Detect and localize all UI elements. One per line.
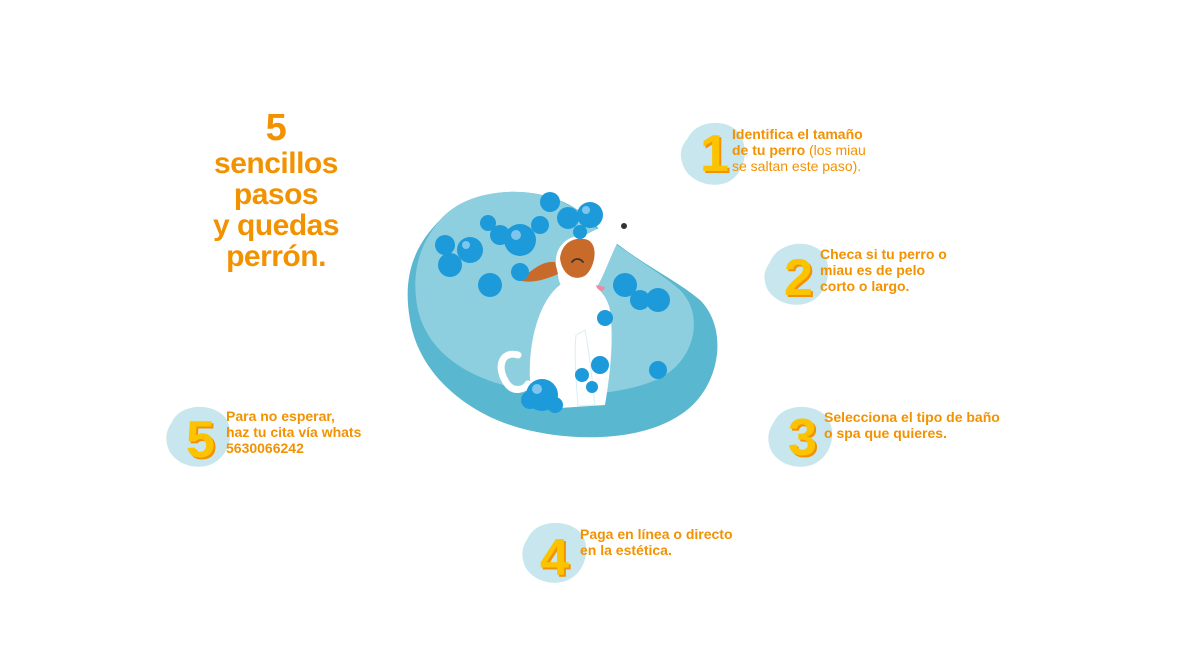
step-3-line-2: o spa que quieres. [824, 425, 947, 441]
step-1-line-1: Identifica el tamaño [732, 126, 863, 142]
step-5-line-2: haz tu cita vía whats [226, 424, 362, 440]
step-4-number: 4 [540, 529, 569, 587]
step-1: 1 Identifica el tamaño de tu perro (los … [678, 118, 918, 198]
dog-tongue [596, 285, 605, 291]
step-4-badge-blob [522, 522, 587, 583]
step-2-badge-blob [764, 243, 829, 305]
headline-line-4: perrón. [226, 240, 326, 273]
step-4: 4 Paga en línea o directo en la estética… [520, 516, 790, 596]
step-2: 2 Checa si tu perro o miau es de pelo co… [762, 238, 1002, 318]
headline: 5 sencillos pasos y quedas perrón. [196, 108, 356, 272]
step-3-badge-blob [768, 406, 833, 467]
dog-tail [497, 350, 532, 393]
dog-nose [621, 223, 627, 229]
step-4-line-1: Paga en línea o directo [580, 526, 733, 542]
step-2-line-2: miau es de pelo [820, 262, 926, 278]
headline-line-1: sencillos [214, 147, 338, 180]
step-5: 5 Para no esperar, haz tu cita vía whats… [164, 400, 404, 480]
step-5-number: 5 [186, 411, 215, 469]
headline-number: 5 [265, 107, 287, 149]
dog-bath-illustration [407, 191, 718, 438]
step-3: 3 Selecciona el tipo de baño o spa que q… [766, 400, 1056, 480]
dog-eye [571, 258, 584, 263]
headline-line-3: y quedas [212, 209, 340, 242]
step-2-text: Checa si tu perro o miau es de pelo cort… [820, 246, 947, 294]
step-1-line-2: de tu perro (los miau [732, 142, 866, 158]
step-1-line-2-regular: (los miau [805, 142, 866, 158]
step-5-phone: 5630066242 [226, 440, 304, 456]
dog-ear [518, 261, 558, 282]
step-1-line-2-bold: de tu perro [732, 142, 806, 158]
step-4-text: Paga en línea o directo en la estética. [580, 526, 733, 558]
step-2-number: 2 [784, 249, 813, 307]
step-5-line-1: Para no esperar, [226, 408, 335, 424]
step-2-line-1: Checa si tu perro o [820, 246, 947, 262]
step-3-number: 3 [788, 409, 817, 467]
step-1-text: Identifica el tamaño de tu perro (los mi… [732, 126, 866, 174]
step-1-badge-blob [680, 122, 745, 185]
headline-line-2: pasos [233, 178, 319, 211]
step-3-text: Selecciona el tipo de baño o spa que qui… [824, 409, 1000, 441]
bubble-highlights [462, 206, 590, 394]
step-1-number: 1 [700, 125, 729, 183]
step-4-line-2: en la estética. [580, 542, 672, 558]
step-5-badge-blob [166, 406, 231, 467]
step-3-line-1: Selecciona el tipo de baño [824, 409, 1000, 425]
step-2-line-3: corto o largo. [820, 278, 910, 294]
step-1-line-3: se saltan este paso). [732, 158, 862, 174]
step-5-text: Para no esperar, haz tu cita vía whats 5… [226, 408, 361, 456]
